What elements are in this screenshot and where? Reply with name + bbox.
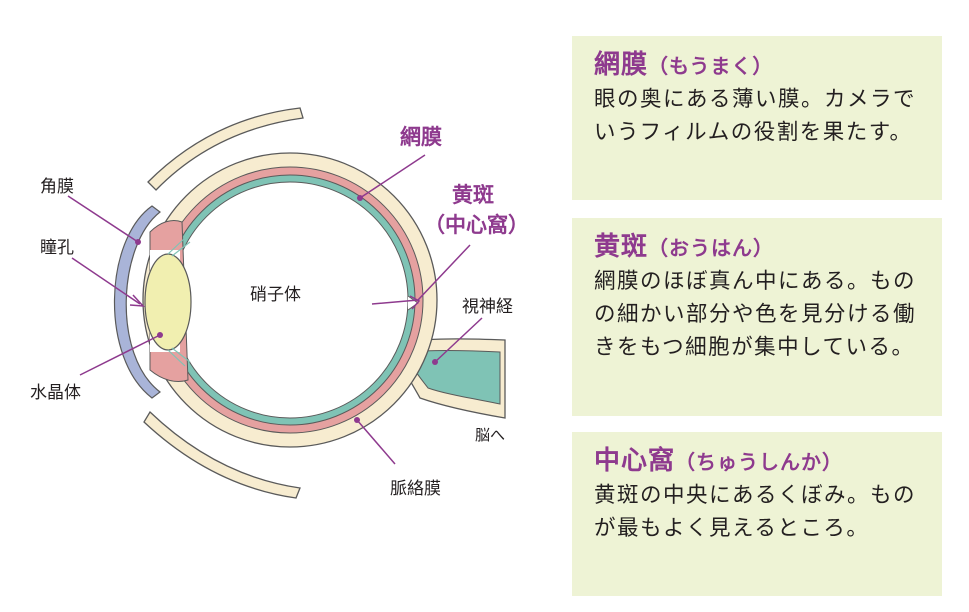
label-fovea: （中心窩）	[424, 213, 529, 237]
panel-description: 眼の奥にある薄い膜。カメラでいうフィルムの役割を果たす。	[594, 87, 917, 145]
label-cornea: 角膜	[40, 177, 74, 197]
leader-optic-nerve	[434, 317, 483, 363]
panel-title-term: 網膜	[594, 50, 649, 80]
info-panel-fovea: 中心窩（ちゅうしんか） 黄斑の中央にあるくぼみ。ものが最もよく見えるところ。	[572, 432, 942, 596]
panel-title-term: 黄斑	[594, 232, 649, 262]
label-vitreous: 硝子体	[250, 285, 301, 305]
leader-dot-lens	[157, 332, 163, 338]
leader-lens	[79, 334, 161, 376]
zonule-fibers	[167, 237, 191, 367]
panel-title: 網膜（もうまく）	[594, 48, 942, 83]
leader-pupil	[71, 257, 141, 305]
label-retina: 網膜	[400, 125, 442, 149]
info-panel-macula: 黄斑（おうはん） 網膜のほぼ真ん中にある。ものの細かい部分や色を見分ける働きをも…	[572, 218, 942, 416]
label-to-brain: 脳へ	[475, 426, 505, 444]
eye-diagram: 角膜 瞳孔 水晶体 硝子体 網膜 黄斑 （中心窩） 視神経 脳へ 脈絡膜	[30, 107, 529, 499]
panel-title-reading: （もうまく）	[648, 54, 774, 78]
label-macula: 黄斑	[452, 183, 494, 207]
label-choroid: 脈絡膜	[390, 479, 441, 499]
leader-dot-optic-nerve	[432, 359, 438, 365]
leader-pupil-arrow	[129, 294, 145, 307]
upper-eyelid	[147, 107, 304, 191]
leader-cornea	[67, 195, 139, 243]
leader-macula-arrow	[409, 295, 421, 310]
label-optic-nerve: 視神経	[462, 297, 513, 317]
panel-title-reading: （ちゅうしんか）	[675, 450, 844, 474]
panel-title-term: 中心窩	[594, 446, 676, 476]
leader-choroid	[356, 419, 396, 465]
panel-title: 黄斑（おうはん）	[594, 230, 942, 265]
lens-shape	[144, 253, 192, 351]
panel-title: 中心窩（ちゅうしんか）	[594, 444, 942, 479]
info-panel-retina: 網膜（もうまく） 眼の奥にある薄い膜。カメラでいうフィルムの役割を果たす。	[572, 36, 942, 200]
leader-dot-cornea	[135, 239, 141, 245]
lower-eyelid	[143, 410, 301, 499]
leader-dot-choroid	[354, 417, 360, 423]
cornea-shape	[113, 205, 161, 399]
panel-title-reading: （おうはん）	[648, 236, 775, 260]
label-pupil: 瞳孔	[40, 238, 74, 258]
leader-retina	[359, 154, 426, 199]
panel-description: 黄斑の中央にあるくぼみ。ものが最もよく見えるところ。	[594, 483, 917, 541]
label-lens: 水晶体	[30, 383, 81, 403]
panel-description: 網膜のほぼ真ん中にある。ものの細かい部分や色を見分ける働きをもつ細胞が集中してい…	[594, 269, 917, 360]
leader-dot-retina	[357, 195, 363, 201]
